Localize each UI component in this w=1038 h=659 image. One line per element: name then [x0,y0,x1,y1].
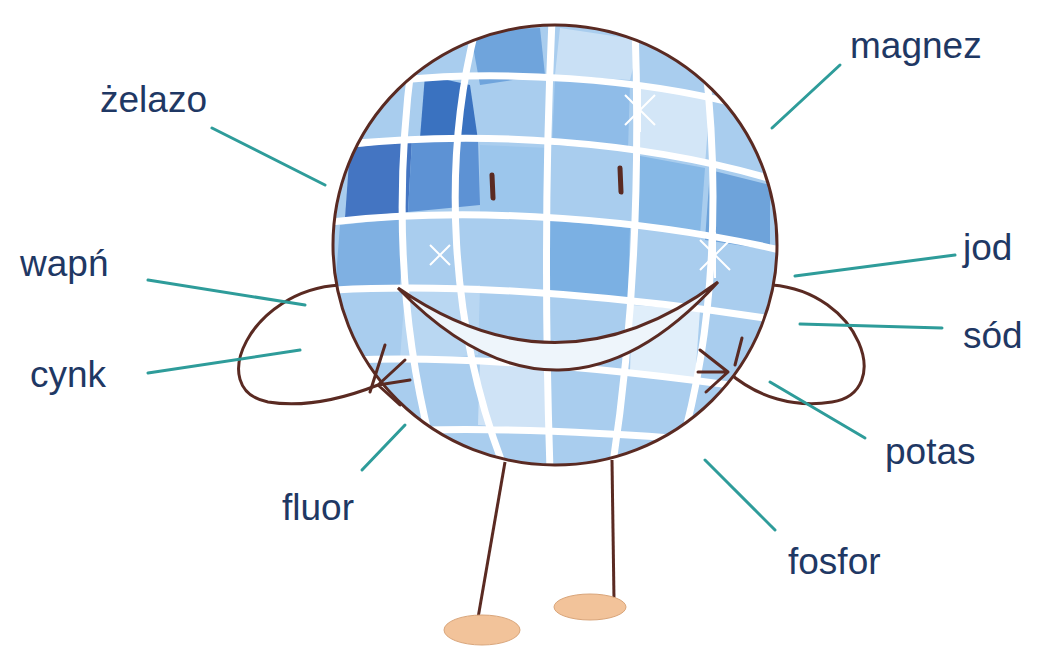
leader-line [770,382,865,438]
tile [480,145,550,215]
sparkle [700,232,730,278]
grid-line [612,25,637,470]
leader-line [148,350,300,373]
leader-line [362,425,405,470]
ball-outline [333,25,777,465]
tile-grid [330,20,780,470]
element-label: wapń [20,242,108,286]
left-foot [444,615,520,645]
grid-line [400,76,740,105]
element-label: fosfor [788,540,881,584]
left-hand [370,345,410,405]
leader-line [212,128,325,185]
grid-line [546,20,552,470]
leader-line [148,280,305,305]
grid-line [340,138,775,180]
grid-line [330,215,780,250]
ball-tiles [330,20,780,470]
grid-line [402,60,430,440]
sparkle [625,88,655,132]
left-leg [478,462,505,618]
right-hand [698,338,742,392]
leader-line [800,324,942,328]
ball-base [330,20,780,470]
element-label: sód [963,314,1023,358]
grid-line [455,20,505,470]
right-foot [554,594,626,620]
sparkle [430,245,450,265]
tile [335,218,405,290]
tile [548,220,630,300]
left-eye [492,175,493,198]
leader-line [795,255,955,276]
element-label: cynk [30,353,106,397]
leader-line [772,65,840,128]
tile [408,140,480,212]
right-eye [620,168,621,192]
element-label: fluor [282,486,354,530]
element-label: jod [963,226,1012,270]
smile [398,282,718,370]
sparkles [430,88,730,278]
tile [420,75,478,140]
right-leg [612,460,614,600]
element-label: żelazo [100,78,207,122]
leader-line [705,460,775,530]
element-label: magnez [850,24,982,68]
element-label: potas [885,430,976,474]
leader-lines [148,65,955,530]
